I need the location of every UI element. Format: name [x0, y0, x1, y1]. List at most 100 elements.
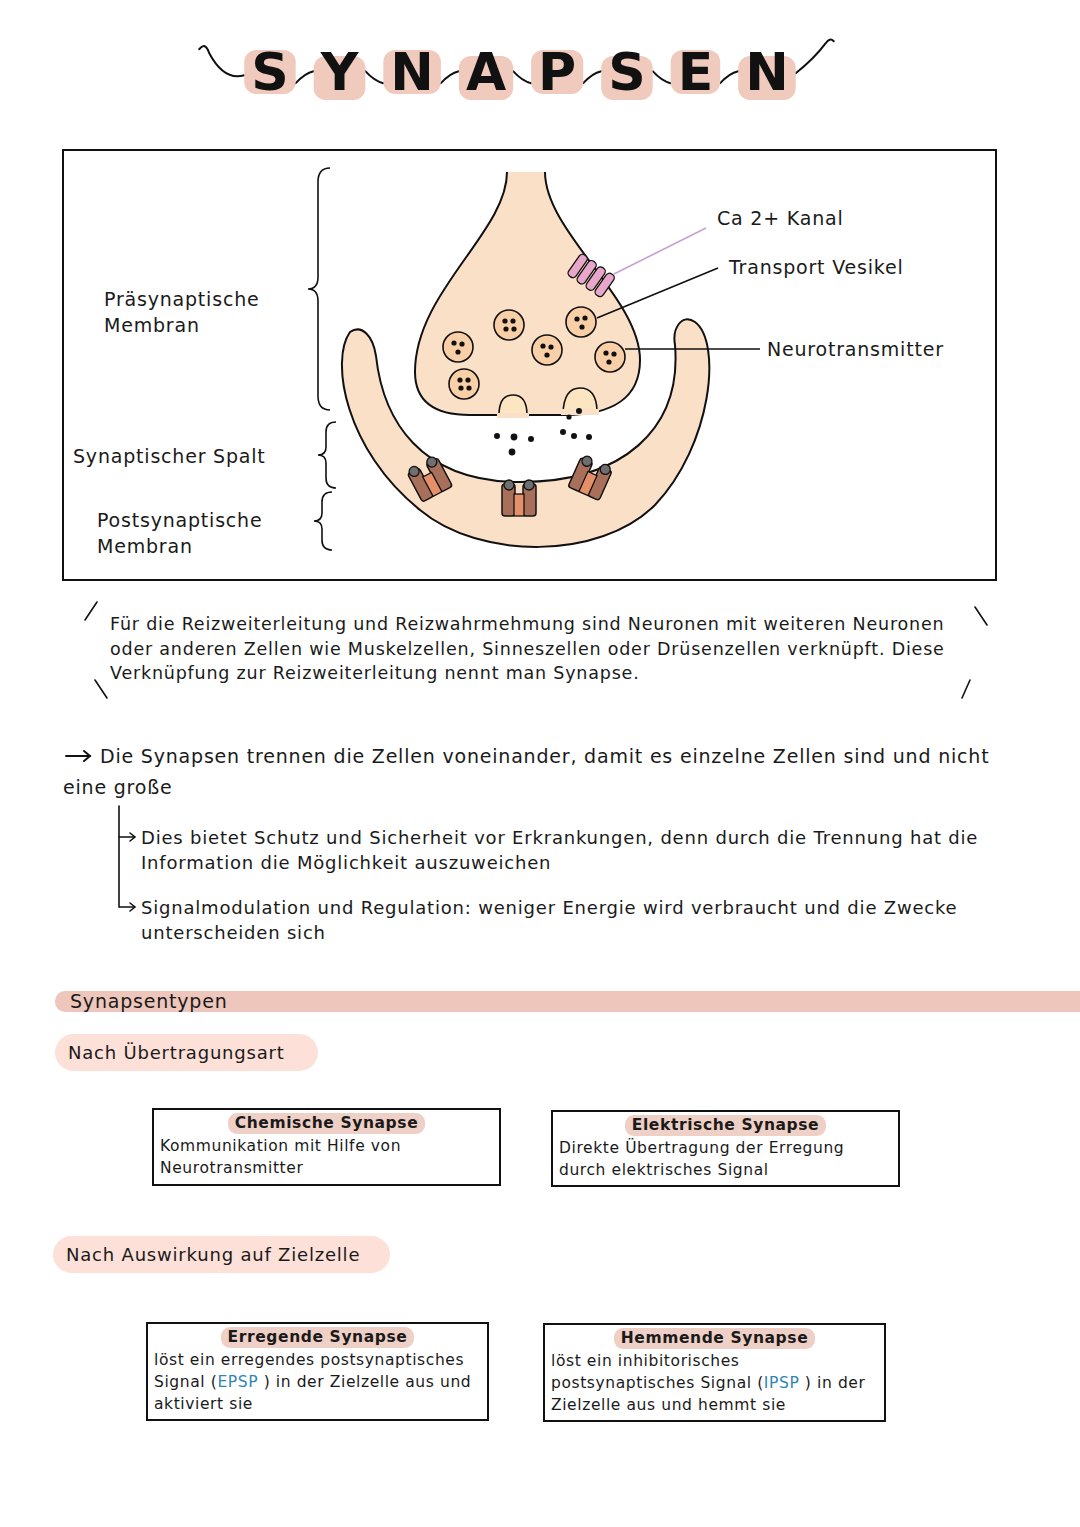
neurotransmitter-dot — [560, 429, 566, 435]
neurotransmitter-dot — [528, 436, 534, 442]
box-heading: Hemmende Synapse — [614, 1328, 816, 1349]
acronym: EPSP — [217, 1373, 258, 1391]
type-box: Chemische SynapseKommunikation mit Hilfe… — [152, 1108, 501, 1186]
page-title: SYNAPSEN — [0, 40, 1040, 104]
bullet-text: Signalmodulation und Regulation: weniger… — [141, 895, 1011, 945]
section-heading: Synapsentypen — [70, 991, 228, 1012]
part-label: Transport Vesikel — [729, 254, 979, 280]
neurotransmitter-dots — [494, 408, 592, 455]
bracket — [308, 168, 330, 410]
vesicle — [566, 307, 596, 337]
vesicle — [579, 324, 584, 329]
vesicle — [494, 310, 524, 340]
neurotransmitter-dot — [511, 434, 518, 441]
vesicle — [540, 343, 545, 348]
box-body: Kommunikation mit Hilfe von Neurotransmi… — [160, 1135, 493, 1179]
neurotransmitter-dot — [586, 434, 592, 440]
part-label: Synaptischer Spalt — [73, 443, 313, 469]
fused-vesicle — [497, 388, 599, 418]
category-label: Nach Auswirkung auf Zielzelle — [66, 1236, 360, 1273]
bracket — [314, 492, 332, 550]
vesicle — [494, 310, 524, 340]
corner-mark — [962, 680, 970, 698]
vesicle — [532, 335, 562, 365]
membrane-opening — [561, 409, 599, 415]
calcium-channel — [594, 272, 616, 298]
vesicle — [451, 340, 456, 345]
branch-line — [119, 806, 134, 907]
neurotransmitter-dot — [509, 449, 516, 456]
vesicle — [510, 318, 515, 323]
vesicle — [511, 326, 516, 331]
bullet-text: Dies bietet Schutz und Sicherheit vor Er… — [141, 825, 1011, 875]
vesicle — [595, 342, 625, 372]
branch-lines — [119, 806, 135, 911]
corner-mark — [85, 602, 987, 698]
receptor — [406, 454, 453, 502]
category-pill: Nach Auswirkung auf Zielzelle — [53, 1236, 390, 1273]
vesicle — [465, 377, 470, 382]
part-label: Präsynaptische Membran — [104, 286, 304, 338]
category-label: Nach Übertragungsart — [68, 1034, 285, 1071]
vesicle — [466, 385, 471, 390]
leader-line — [614, 228, 706, 274]
vesicle — [595, 342, 625, 372]
box-heading: Elektrische Synapse — [625, 1115, 826, 1136]
leader-line — [597, 268, 718, 318]
heading-row: Chemische Synapse — [160, 1113, 493, 1134]
heading-row: Erregende Synapse — [154, 1327, 481, 1348]
box-body: löst ein erregendes postsynaptisches Sig… — [154, 1349, 481, 1415]
vesicle — [502, 318, 507, 323]
vesicle — [574, 316, 579, 321]
vesicle — [457, 377, 462, 382]
calcium-channel — [567, 253, 616, 298]
arrow-symbol — [66, 755, 90, 757]
statement-text: Die Synapsen trennen die Zellen voneinan… — [63, 741, 1013, 803]
vesicle — [532, 335, 562, 365]
vesicle — [443, 332, 473, 362]
figure-frame — [63, 150, 996, 580]
box-heading: Chemische Synapse — [228, 1113, 426, 1134]
neurotransmitter-dot — [576, 408, 582, 414]
arrow-symbol — [84, 751, 90, 761]
leader-line — [625, 348, 760, 350]
vesicle — [603, 350, 608, 355]
receptor — [502, 480, 536, 516]
vesicle — [611, 351, 616, 356]
arrow-head — [130, 903, 135, 911]
presynaptic-terminal — [415, 172, 640, 415]
heading-row: Elektrische Synapse — [559, 1115, 892, 1136]
neurotransmitter-dot — [494, 433, 500, 439]
bracket — [308, 168, 336, 550]
neurotransmitter-dot — [566, 414, 571, 419]
title-text: SYNAPSEN — [251, 42, 820, 102]
vesicle — [548, 344, 553, 349]
arrow-symbol — [66, 751, 90, 761]
corner-mark — [85, 602, 97, 620]
corner-mark — [975, 607, 987, 625]
heading-row: Hemmende Synapse — [551, 1328, 878, 1349]
box-body: Direkte Übertragung der Erregung durch e… — [559, 1137, 892, 1181]
vesicle — [566, 307, 596, 337]
type-box: Hemmende Synapselöst ein inhibitorisches… — [543, 1323, 886, 1422]
part-label: Neurotransmitter — [767, 336, 992, 362]
vesicle — [544, 352, 549, 357]
vesicle — [582, 315, 587, 320]
branch-line — [119, 836, 134, 838]
category-pill: Nach Übertragungsart — [55, 1034, 318, 1071]
neurotransmitter-dot — [571, 433, 577, 439]
vesicle — [459, 341, 464, 346]
acronym: IPSP — [764, 1374, 800, 1392]
box-body: löst ein inhibitorisches postsynaptische… — [551, 1350, 878, 1416]
type-box: Elektrische SynapseDirekte Übertragung d… — [551, 1110, 900, 1187]
fused-vesicle — [499, 395, 527, 415]
type-box: Erregende Synapselöst ein erregendes pos… — [146, 1322, 489, 1421]
arrow-head — [130, 833, 135, 841]
section-band: Synapsentypen — [55, 991, 1080, 1012]
part-label: Ca 2+ Kanal — [717, 205, 977, 231]
definition-note: Für die Reizweiterleitung und Reizwahrme… — [110, 612, 982, 686]
vesicle — [606, 359, 611, 364]
vesicle — [503, 326, 508, 331]
vesicle — [443, 307, 625, 399]
corner-mark — [95, 680, 107, 698]
